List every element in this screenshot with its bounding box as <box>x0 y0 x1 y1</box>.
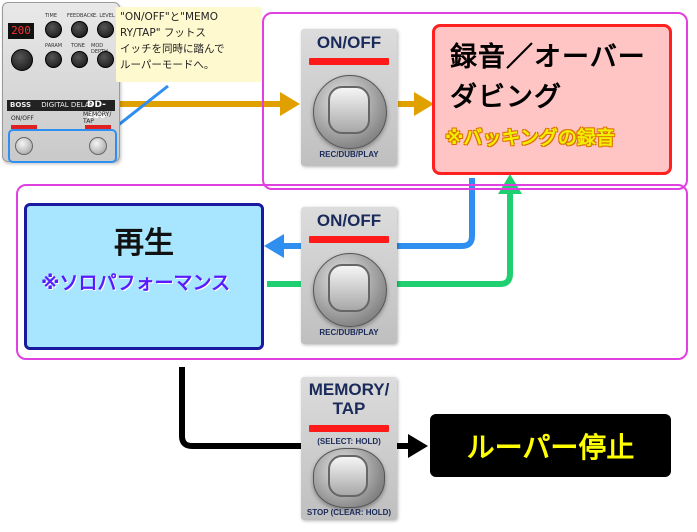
footswitch-cap <box>328 264 370 312</box>
pedal-subtitle: DIGITAL DELAY <box>41 101 94 109</box>
param-knob[interactable] <box>45 51 62 68</box>
note-line: イッチを同時に踏んで <box>120 43 225 55</box>
arrow-blue-record-to-play <box>264 178 475 258</box>
footswitch-title: ON/OFF <box>316 33 382 52</box>
footswitch-title: ON/OFF <box>316 211 382 230</box>
dd200-pedal: 200 TIME FEEDBACK E. LEVEL PARAM TONE MO… <box>2 2 120 162</box>
footswitch-title: MEMORY/ TAP <box>301 380 397 418</box>
brand-name: BOSS <box>10 101 32 109</box>
footswitch-title-line1: MEMORY/ <box>308 380 390 399</box>
pedal-display: 200 <box>8 23 34 39</box>
knob-label-elevel: E. LEVEL <box>93 13 115 19</box>
record-title-line2: ダビング <box>450 82 562 113</box>
play-title: 再生 <box>114 226 174 261</box>
pedal-model: DD-200 <box>87 100 106 121</box>
play-note: ※ソロパフォーマンス <box>41 272 231 294</box>
footswitch-cap <box>328 86 370 134</box>
arrow-gold-switch-to-record <box>398 92 434 116</box>
knob-label-tone: TONE <box>71 43 85 49</box>
footswitch-sub-top: (SELECT: HOLD) <box>317 437 381 446</box>
right-led-bar <box>85 125 111 129</box>
record-overdub-box: 録音／オーバー ダビング ※バッキングの録音 <box>432 24 672 175</box>
footswitch-button[interactable] <box>313 75 387 149</box>
led-bar <box>309 58 389 65</box>
footswitch-button[interactable] <box>313 253 387 327</box>
right-switch-label: MEMORY/ TAP <box>83 111 112 125</box>
memory-tap-footswitch[interactable]: MEMORY/ TAP (SELECT: HOLD) STOP (CLEAR: … <box>301 377 397 520</box>
looper-stop-box: ルーパー停止 <box>430 414 671 477</box>
onoff-footswitch-mid[interactable]: ON/OFF REC/DUB/PLAY <box>301 207 397 344</box>
tone-knob[interactable] <box>71 51 88 68</box>
left-switch-label: ON/OFF <box>11 115 34 122</box>
mod-depth-knob[interactable] <box>97 51 114 68</box>
switches-highlight-box <box>8 129 117 163</box>
note-line: "ON/OFF"と"MEMO <box>120 11 219 23</box>
footswitch-sub: REC/DUB/PLAY <box>319 150 379 159</box>
onoff-footswitch-top[interactable]: ON/OFF REC/DUB/PLAY <box>301 29 397 166</box>
record-note: ※バッキングの録音 <box>445 127 615 149</box>
time-knob[interactable] <box>45 21 62 38</box>
knob-label-param: PARAM <box>45 43 63 49</box>
footswitch-button[interactable] <box>313 448 385 508</box>
footswitch-sub: STOP (CLEAR: HOLD) <box>306 508 392 517</box>
led-bar <box>309 425 389 432</box>
pedal-brand-strip: BOSS DIGITAL DELAY <box>7 100 115 111</box>
arrow-black-play-to-stop <box>179 367 428 458</box>
play-box: 再生 ※ソロパフォーマンス <box>24 203 264 350</box>
left-led-bar <box>11 125 37 129</box>
feedback-knob[interactable] <box>71 21 88 38</box>
footswitch-sub: REC/DUB/PLAY <box>319 328 379 337</box>
record-title-line1: 録音／オーバー <box>450 42 646 73</box>
note-line: ルーパーモードへ。 <box>120 59 215 71</box>
knob-label-time: TIME <box>45 13 58 19</box>
footswitch-title-line2: TAP <box>332 399 366 418</box>
looper-mode-region-lower <box>16 184 688 360</box>
footswitch-cap <box>328 455 368 497</box>
onoff-footswitch-small[interactable] <box>15 137 33 155</box>
memory-tap-footswitch-small[interactable] <box>89 137 107 155</box>
elevel-knob[interactable] <box>97 21 114 38</box>
note-line: RY/TAP" フットス <box>120 27 206 39</box>
mode-knob[interactable] <box>11 49 33 71</box>
instruction-note: "ON/OFF"と"MEMO RY/TAP" フットス イッチを同時に踏んで ル… <box>116 7 262 82</box>
stop-label: ルーパー停止 <box>466 431 635 464</box>
knob-label-feedback: FEEDBACK <box>67 13 94 19</box>
led-bar <box>309 236 389 243</box>
looper-mode-region <box>262 12 688 190</box>
